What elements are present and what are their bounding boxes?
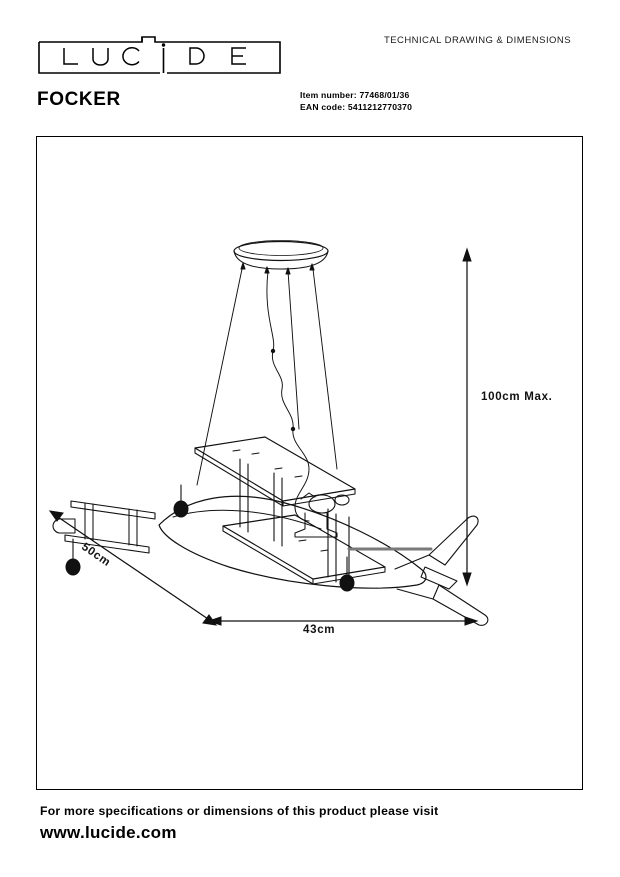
footer-website[interactable]: www.lucide.com	[40, 823, 177, 842]
fuselage	[158, 495, 427, 589]
technical-drawing-frame	[36, 136, 583, 790]
lucide-logo	[38, 36, 281, 74]
ean-code-value: 5411212770370	[347, 101, 413, 112]
ceiling-canopy	[233, 240, 329, 270]
ean-code-label: EAN code:	[300, 101, 346, 112]
footer-text: For more specifications or dimensions of…	[40, 804, 439, 818]
wing-struts	[239, 458, 350, 586]
landing-gear	[65, 484, 355, 592]
depth-dimension-arrow	[48, 510, 218, 626]
airplane-illustration	[52, 436, 489, 626]
product-technical-drawing	[48, 240, 489, 626]
ean-code-row: EAN code: 5411212770370	[300, 102, 412, 114]
tail-assembly	[394, 515, 489, 626]
dimension-arrows	[48, 247, 479, 626]
upper-wing	[194, 436, 356, 507]
suspension-wires	[196, 268, 338, 508]
item-number-row: Item number: 77468/01/36	[300, 90, 412, 102]
nose-propeller	[52, 500, 156, 554]
height-dimension-label: 100cm Max.	[481, 391, 553, 403]
product-meta: Item number: 77468/01/36 EAN code: 54112…	[300, 90, 412, 113]
item-number-label: Item number:	[300, 90, 357, 100]
cockpit-lamp-head	[294, 492, 350, 538]
lucide-logo-mark	[38, 36, 281, 74]
page-title: FOCKER	[37, 89, 121, 110]
width-dimension-arrow	[207, 616, 479, 626]
header-caption: TECHNICAL DRAWING & DIMENSIONS	[384, 35, 571, 46]
height-dimension-arrow	[462, 247, 472, 587]
lower-wing	[222, 514, 386, 585]
width-dimension-label: 43cm	[303, 624, 336, 636]
item-number-value: 77468/01/36	[359, 90, 410, 100]
